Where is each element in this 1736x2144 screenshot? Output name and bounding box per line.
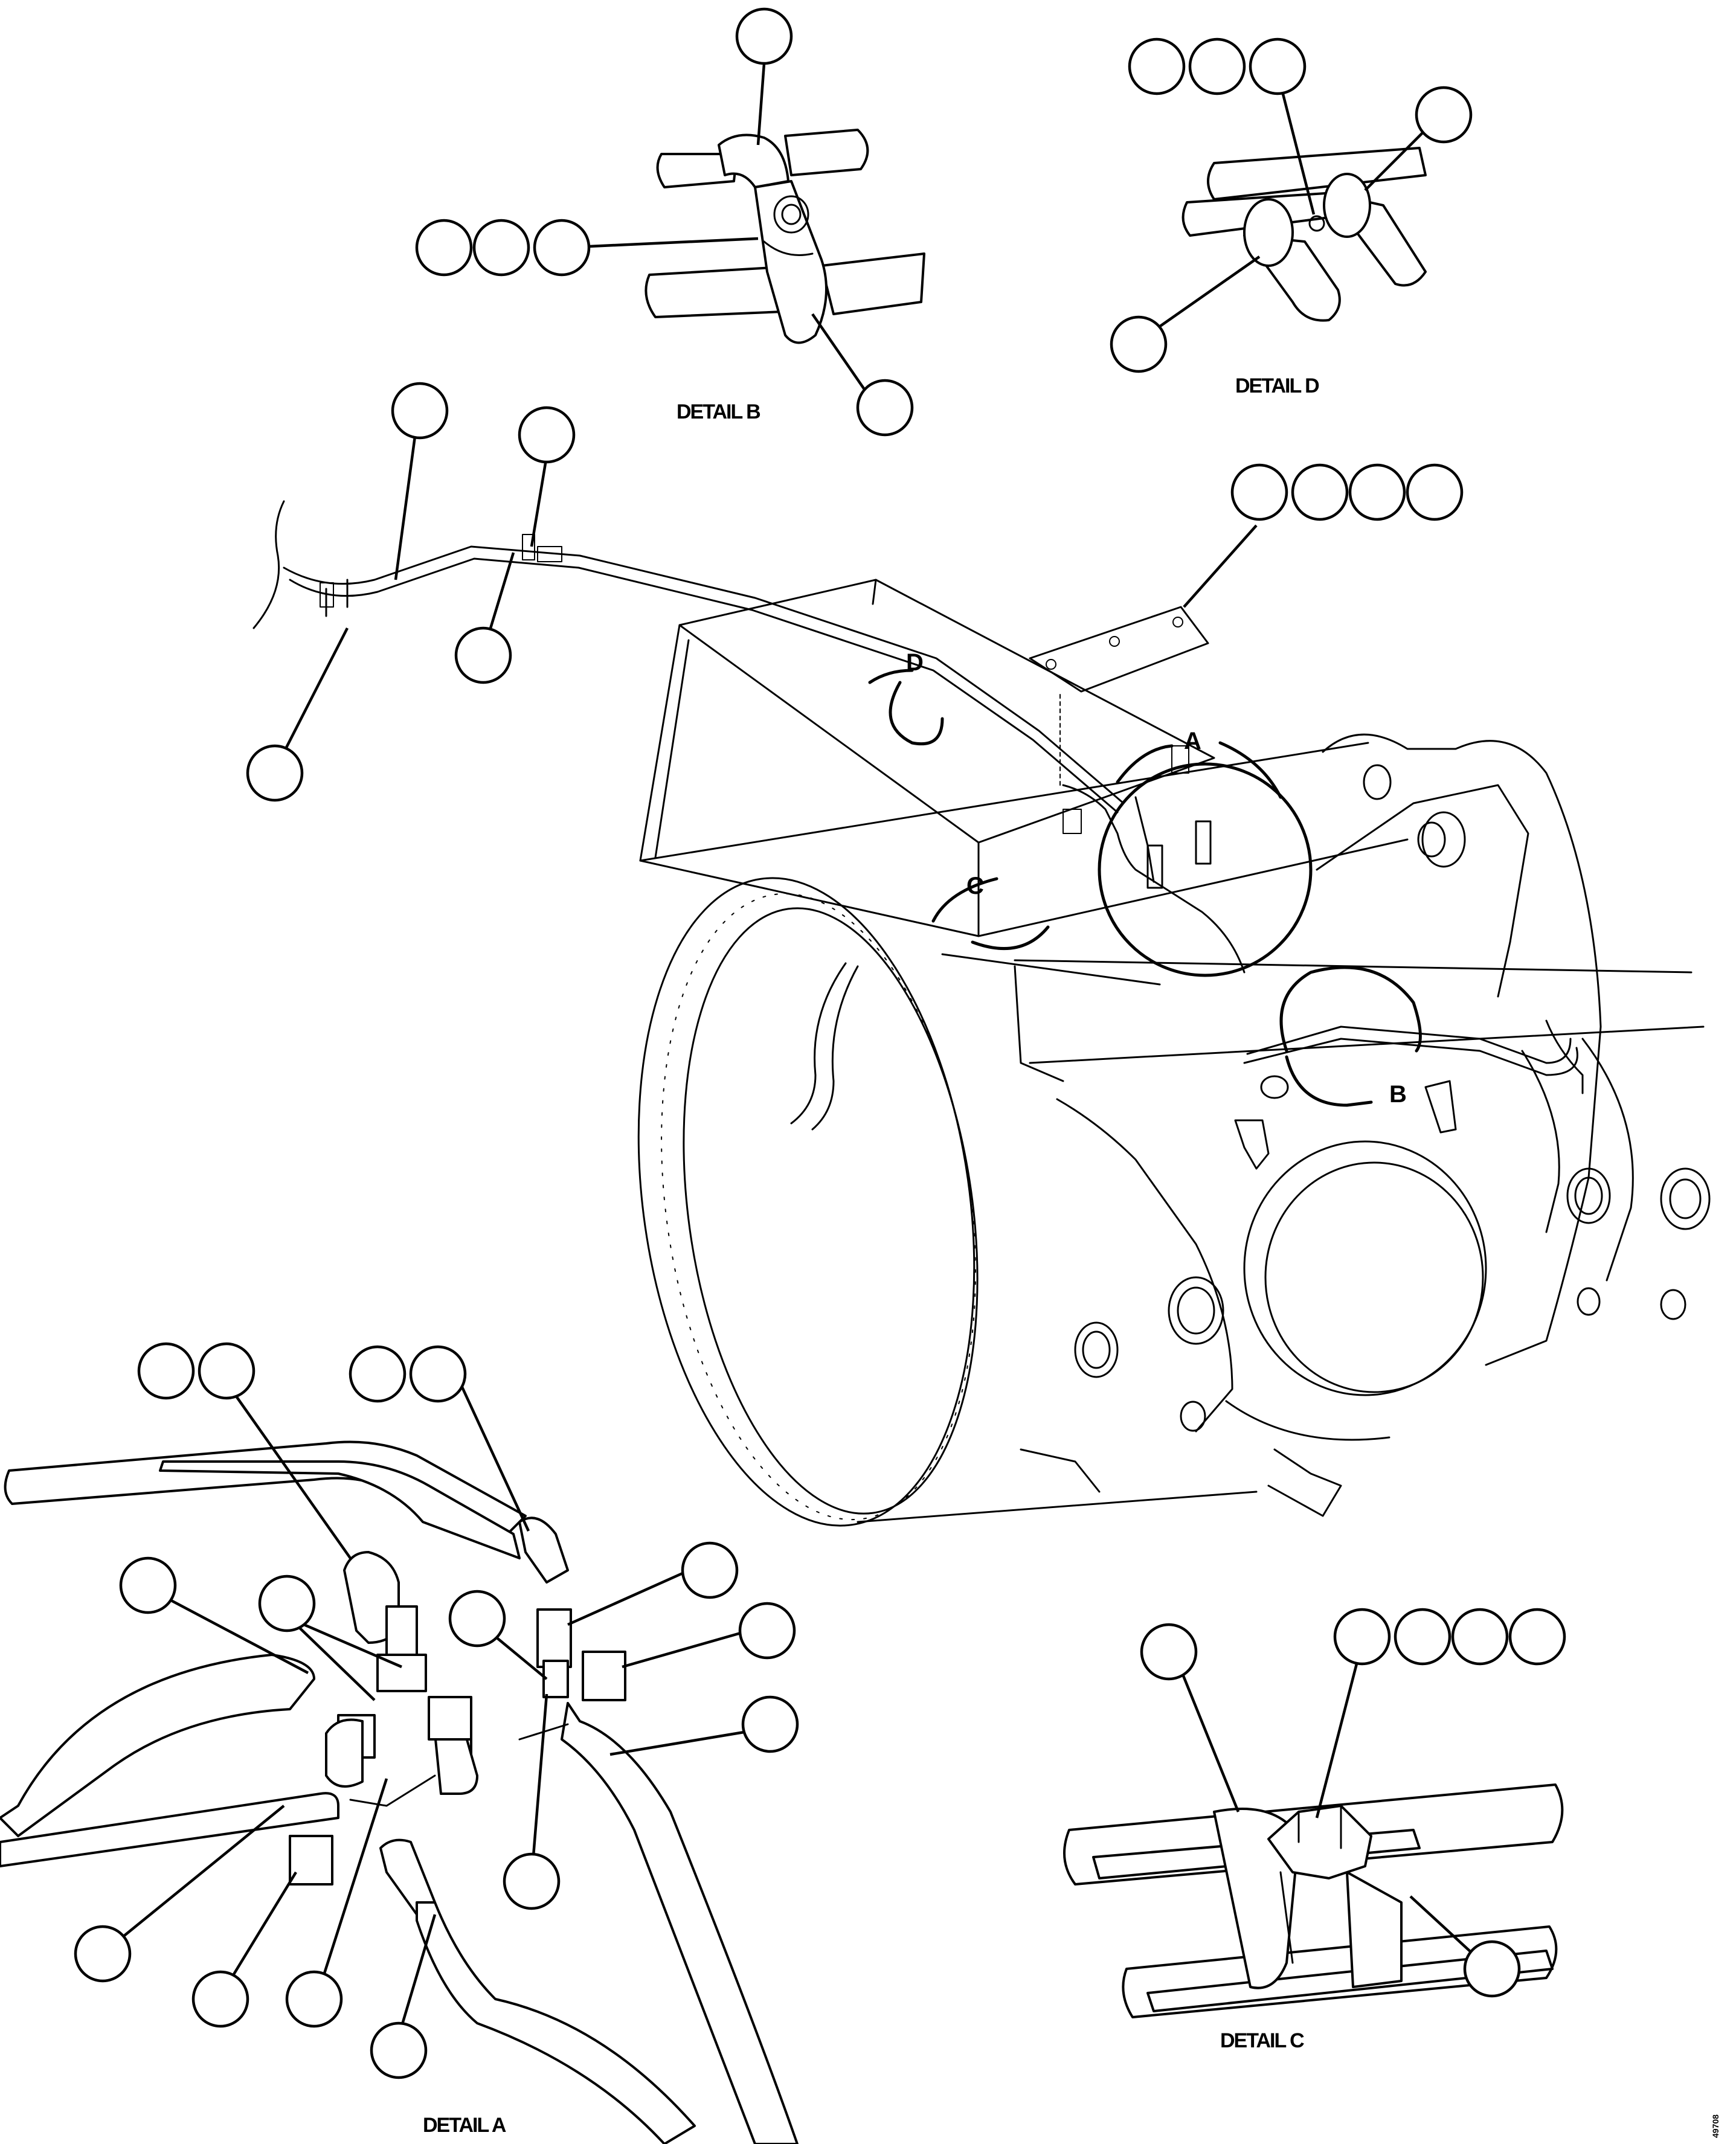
callout-balloon [415, 219, 473, 277]
callout-balloon [1249, 37, 1307, 95]
detail-a-caption: DETAIL A [423, 2114, 506, 2137]
callout-balloon [448, 1590, 506, 1648]
callout-balloon [391, 382, 449, 440]
callout-balloon [1508, 1608, 1566, 1666]
callout-balloon [285, 1970, 343, 2028]
callout-balloon [738, 1602, 796, 1660]
callout-balloon [409, 1345, 467, 1403]
callout-balloon [533, 219, 591, 277]
callout-balloon [1140, 1623, 1198, 1681]
callout-balloon [735, 7, 793, 65]
callout-balloon [349, 1345, 407, 1403]
main-housing-illustration [252, 500, 1711, 1527]
callout-balloon [119, 1556, 177, 1614]
detail-d-caption: DETAIL D [1235, 374, 1319, 397]
callout-balloon [74, 1925, 132, 1983]
callout-balloon [198, 1342, 256, 1400]
callout-balloon [503, 1852, 561, 1910]
detail-b-caption: DETAIL B [677, 400, 760, 423]
callout-balloon [1230, 463, 1288, 521]
view-letter-b: B [1389, 1081, 1407, 1108]
detail-c-illustration [1063, 1783, 1564, 2018]
callout-balloon [1394, 1608, 1451, 1666]
callout-balloon [856, 379, 914, 437]
view-letter-a: A [1184, 728, 1201, 754]
leader-lines [104, 63, 1487, 2027]
callout-balloon [518, 406, 576, 464]
callout-balloon [1463, 1940, 1521, 1998]
callout-balloon [1451, 1608, 1509, 1666]
callout-balloons [74, 7, 1566, 2079]
view-circles [868, 669, 1422, 1107]
callout-balloon [370, 2021, 428, 2079]
callout-balloon [1333, 1608, 1391, 1666]
callout-balloon [454, 626, 512, 684]
callout-balloon [741, 1695, 799, 1753]
callout-balloon [1348, 463, 1406, 521]
view-letters: A B C D [906, 649, 1407, 1108]
callout-balloon [1415, 86, 1473, 144]
detail-a-circle [1098, 762, 1313, 977]
callout-balloon [1291, 463, 1349, 521]
callout-balloon [472, 219, 530, 277]
detail-c-caption: DETAIL C [1220, 2029, 1304, 2052]
detail-d-illustration [1181, 147, 1427, 322]
callout-balloon [1110, 315, 1168, 373]
callout-balloon [1128, 37, 1186, 95]
callout-balloon [137, 1342, 195, 1400]
callout-balloon [1188, 37, 1246, 95]
callout-balloon [246, 744, 304, 802]
view-letter-c: C [966, 873, 984, 899]
detail-b-illustration [645, 129, 925, 344]
detail-a-illustration [0, 1440, 799, 2144]
callout-balloon [681, 1541, 739, 1599]
callout-balloon [258, 1574, 316, 1632]
view-letter-d: D [906, 649, 924, 676]
callout-balloon [191, 1970, 249, 2028]
callout-balloon [1406, 463, 1464, 521]
drawing-number: 49708 [1711, 2114, 1720, 2138]
